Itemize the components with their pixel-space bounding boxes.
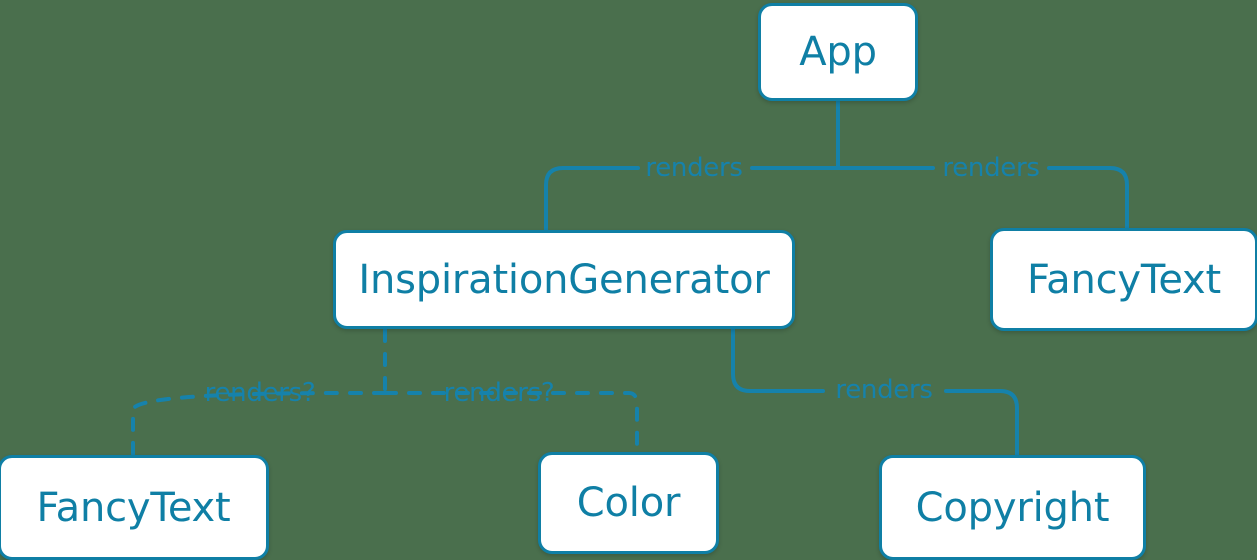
node-app-label: App [799,29,877,75]
edge-label-app-to-fancytext: renders [942,153,1040,183]
node-copyright-label: Copyright [915,484,1110,531]
node-color-label: Color [576,480,681,526]
edge-label-inspirationgenerator-to-copyright: renders [835,375,933,405]
node-copyright[interactable]: Copyright [879,455,1146,560]
node-inspirationgenerator-label: InspirationGenerator [358,256,770,303]
node-inspirationgenerator[interactable]: InspirationGenerator [333,230,795,329]
edge-label-app-to-inspirationgenerator: renders [645,153,743,183]
node-app[interactable]: App [758,3,918,101]
node-fancytext-right[interactable]: FancyText [990,228,1257,331]
node-fancytext-left-label: FancyText [36,484,231,531]
node-color[interactable]: Color [538,452,719,554]
edge-label-inspirationgenerator-to-fancytext-left: renders? [204,378,316,408]
edge-label-inspirationgenerator-to-color: renders? [443,378,555,408]
node-fancytext-left[interactable]: FancyText [0,455,269,560]
node-fancytext-right-label: FancyText [1027,256,1221,303]
